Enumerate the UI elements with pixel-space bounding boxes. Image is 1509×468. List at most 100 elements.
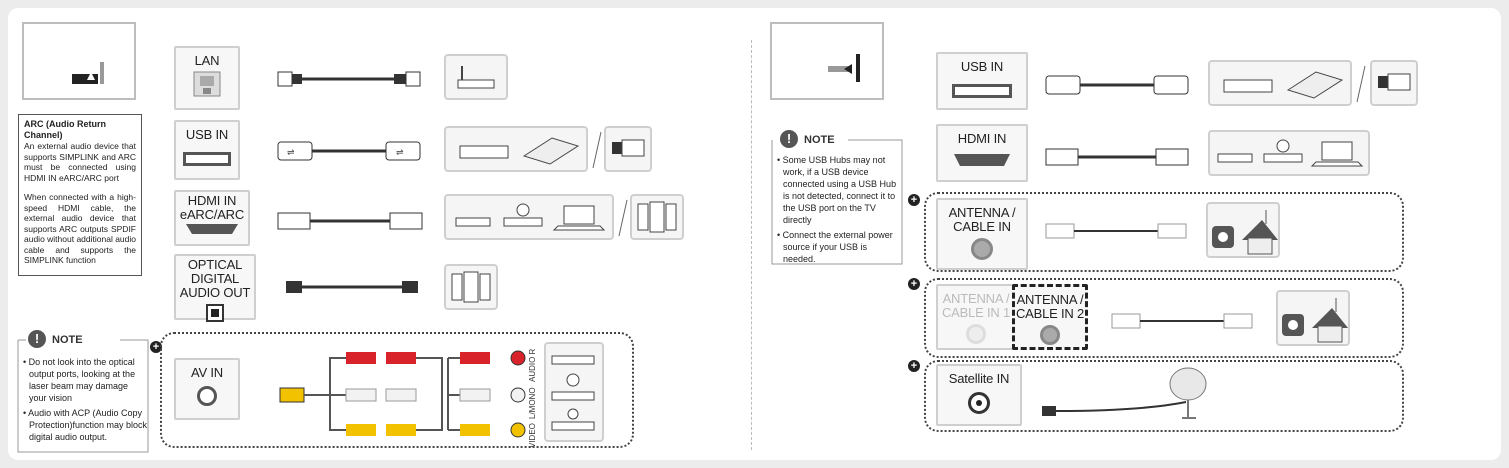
tv-back-right-icon [770, 22, 884, 100]
note-frame [17, 339, 149, 453]
usb-port-label: USB IN [185, 127, 229, 142]
note-warning-icon: ! [28, 330, 46, 348]
usb-port-left: USB IN [174, 120, 240, 180]
satellite-port: Satellite IN [936, 364, 1022, 426]
speaker-icon [451, 271, 491, 303]
divider-slash [592, 131, 602, 169]
note-warning-icon: ! [780, 130, 798, 148]
note-list: • Do not look into the optical output po… [22, 356, 148, 446]
usb-slot-icon [952, 84, 1012, 98]
av-jack-icon [197, 386, 217, 406]
tv-back-left-icon [22, 22, 136, 100]
hdmi-port-left: HDMI IN eARC/ARC [174, 190, 250, 246]
player-laptop-icon [1217, 139, 1364, 167]
hdmi-port-label: HDMI IN [957, 131, 1007, 146]
l-mono-label: L/MONO [528, 387, 537, 419]
coax-jack-icon [971, 238, 993, 260]
connection-diagram: ARC (Audio Return Channel) An external a… [8, 8, 1501, 460]
arc-title: ARC (Audio Return Channel) [24, 119, 106, 140]
optical-port: OPTICAL DIGITAL AUDIO OUT [174, 254, 256, 322]
av-in-label: AV IN [191, 365, 223, 380]
panel-divider [751, 40, 752, 450]
note-list: • Some USB Hubs may not work, if a USB d… [776, 154, 902, 268]
av-section [160, 332, 634, 448]
router-device [444, 54, 508, 100]
av-source-devices [544, 342, 604, 442]
note-title: NOTE [804, 134, 835, 146]
optical-speaker-device [444, 264, 498, 310]
usb-storage-devices [1208, 60, 1352, 106]
note-item: • Audio with ACP (Audio Copy Protection)… [23, 408, 148, 442]
satellite-dish-cable-icon [1042, 367, 1207, 419]
hdd-icon [459, 137, 580, 165]
speaker-icon [637, 201, 677, 233]
hdmi-slot-icon [186, 224, 238, 234]
satellite-jack-icon [968, 392, 990, 414]
svg-text:⇌: ⇌ [287, 148, 295, 158]
tv-stand-left-icon [72, 62, 104, 84]
left-note: ! NOTE • Do not look into the optical ou… [12, 326, 150, 454]
coax-jack-icon [966, 324, 986, 344]
ethernet-jack-icon [193, 71, 221, 97]
lan-port: LAN [174, 46, 240, 110]
antenna-port-label: ANTENNA / CABLE IN [948, 205, 1016, 234]
usb-cable-icon: ⇌ ⇌ [277, 141, 421, 161]
note-item-text: Some USB Hubs may not work, if a USB dev… [782, 155, 897, 225]
note-item-text: Do not look into the optical output port… [28, 357, 136, 403]
optical-jack-icon [206, 304, 224, 322]
player-laptop-icon [455, 203, 606, 231]
antenna-house-icon [1212, 210, 1278, 255]
note-title: NOTE [52, 334, 83, 346]
antenna-2-port: ANTENNA / CABLE IN 2 [1012, 284, 1088, 350]
optional-plus-icon: + [908, 278, 920, 290]
hdmi-port-right: HDMI IN [936, 124, 1028, 182]
optional-plus-icon: + [150, 341, 162, 353]
tv-side-right-icon [828, 54, 860, 82]
usb-stick-icon [1378, 73, 1411, 91]
usb-stick-icon [612, 139, 645, 157]
satellite-port-label: Satellite IN [948, 371, 1010, 386]
note-item: • Connect the external power source if y… [777, 230, 893, 264]
coax-cable-icon [1045, 223, 1187, 239]
divider-slash [1356, 65, 1366, 103]
usb-port-label: USB IN [960, 59, 1004, 74]
antenna-1-port: ANTENNA / CABLE IN 1 [936, 284, 1016, 350]
arc-para-2: When connected with a high-speed HDMI ca… [24, 192, 137, 265]
hdmi-port-label: HDMI IN eARC/ARC [179, 193, 245, 222]
usb-stick-device [604, 126, 652, 172]
speaker-device [630, 194, 684, 240]
antenna-section [924, 192, 1404, 272]
av-players-icon [551, 355, 595, 431]
hdd-icon [1223, 71, 1344, 99]
arc-info-box: ARC (Audio Return Channel) An external a… [18, 114, 142, 276]
coax-cable-icon [1111, 313, 1253, 329]
lan-cable-icon [277, 71, 421, 87]
router-icon [457, 66, 495, 89]
usb-port-right: USB IN [936, 52, 1028, 110]
usb-slot-icon [183, 152, 231, 166]
usb-cable-icon [1045, 75, 1189, 95]
antenna-1-label: ANTENNA / CABLE IN 1 [941, 291, 1011, 320]
antenna-2-label: ANTENNA / CABLE IN 2 [1015, 292, 1085, 321]
hdmi-source-devices [1208, 130, 1370, 176]
note-item-text: Audio with ACP (Audio Copy Protection)fu… [28, 408, 148, 442]
audio-r-label: AUDIO R [528, 348, 537, 382]
optional-plus-icon: + [908, 194, 920, 206]
hdmi-source-devices [444, 194, 614, 240]
antenna-house-device [1276, 290, 1350, 346]
av-in-port: AV IN [174, 358, 240, 420]
note-item: • Some USB Hubs may not work, if a USB d… [777, 155, 897, 225]
optional-plus-icon: + [908, 360, 920, 372]
optical-cable-icon [286, 281, 418, 293]
satellite-section [924, 360, 1404, 432]
av-cables-icon [279, 350, 526, 438]
antenna-dual-section [924, 278, 1404, 358]
divider-slash [618, 199, 628, 237]
video-label: VIDEO [528, 423, 537, 448]
coax-jack-icon [1040, 325, 1060, 345]
usb-storage-devices [444, 126, 588, 172]
antenna-port: ANTENNA / CABLE IN [936, 198, 1028, 270]
note-item: • Do not look into the optical output po… [23, 357, 136, 403]
right-note: ! NOTE • Some USB Hubs may not work, if … [768, 128, 904, 268]
antenna-house-icon [1282, 298, 1348, 343]
